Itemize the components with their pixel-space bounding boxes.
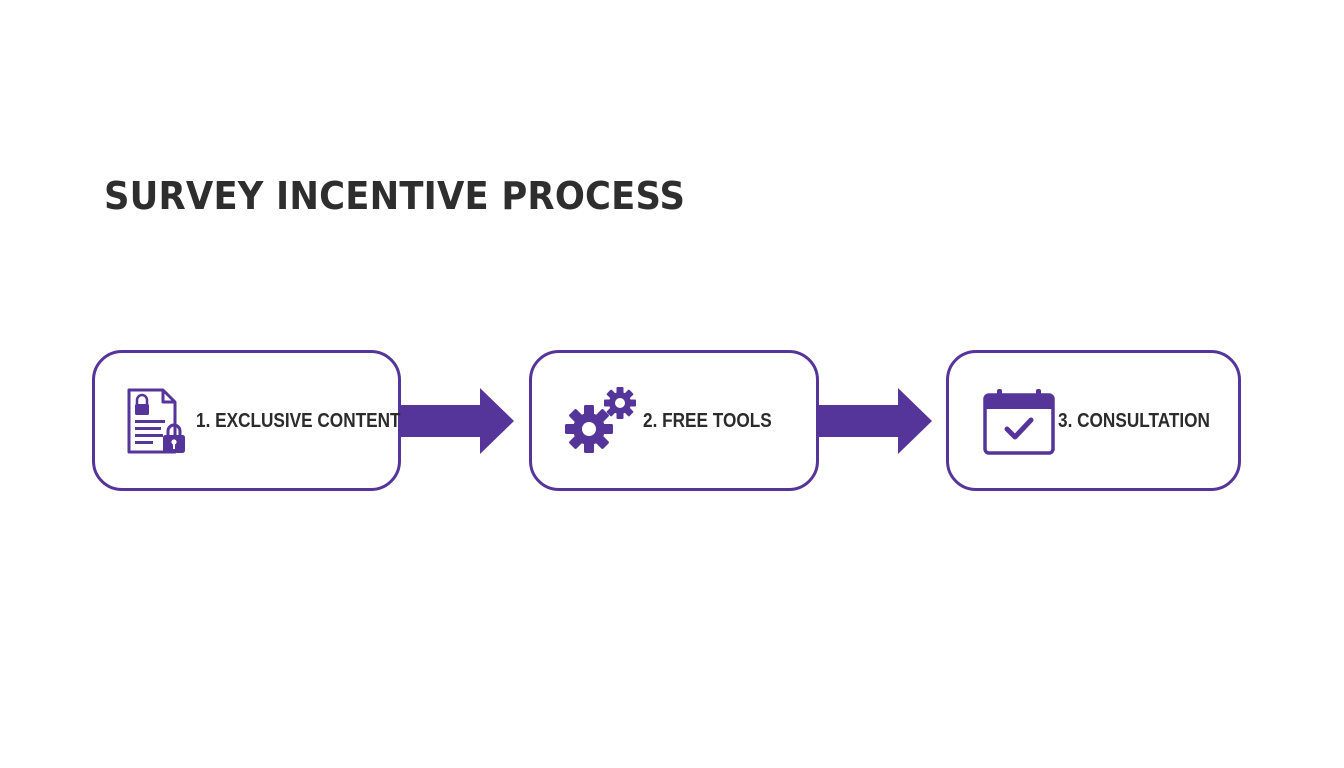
step-free-tools: 2. FREE TOOLS <box>529 350 819 491</box>
gears-icon <box>565 387 636 453</box>
step-consultation: 3. CONSULTATION <box>946 350 1241 491</box>
step-exclusive-content: 1. EXCLUSIVE CONTENT <box>92 350 401 491</box>
calendar-check-icon <box>983 389 1055 455</box>
page-title: SURVEY INCENTIVE PROCESS <box>104 174 686 218</box>
locked-document-icon <box>127 388 185 454</box>
step-label: 1. EXCLUSIVE CONTENT <box>196 410 401 432</box>
arrow-right-icon <box>816 388 932 454</box>
step-label: 3. CONSULTATION <box>1058 410 1210 432</box>
step-label: 2. FREE TOOLS <box>643 410 772 432</box>
arrow-right-icon <box>398 388 514 454</box>
